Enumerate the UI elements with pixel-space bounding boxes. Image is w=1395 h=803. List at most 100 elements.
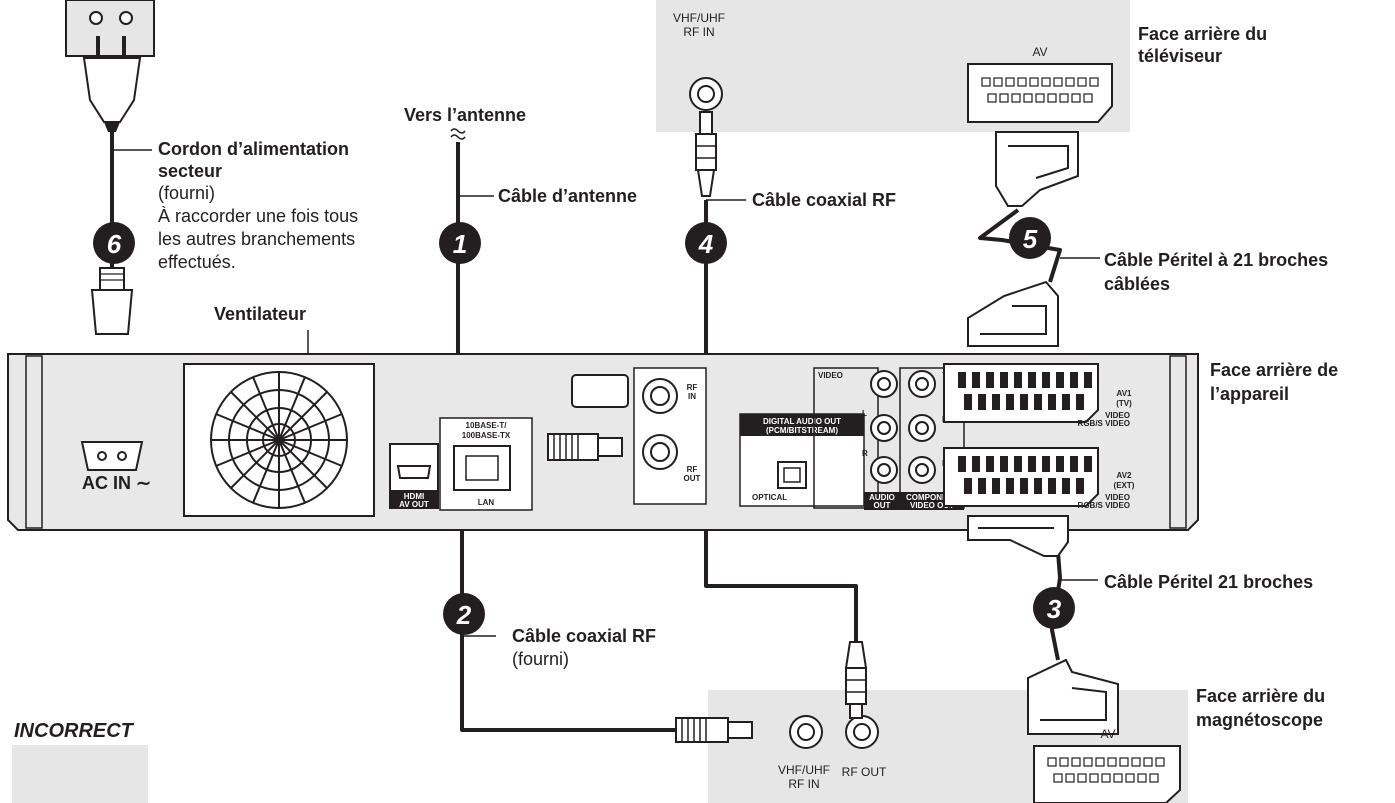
component-video-out-label-2: VIDEO OUT [910, 501, 954, 510]
av1-label-1: AV1 [1117, 389, 1133, 398]
step-6-badge: 6 [93, 222, 135, 264]
video-label: VIDEO [818, 371, 843, 380]
antenna-plug [571, 374, 629, 408]
av1-video-label: VIDEO [1105, 411, 1130, 420]
vcr-rf-in-jack [789, 715, 823, 749]
vcr-rf-out-label: RF OUT [842, 765, 887, 779]
hdmi-logo: HDMI [404, 492, 424, 501]
antenna-cable-label: Câble d’antenne [498, 186, 637, 206]
coax-rf-bottom-label: Câble coaxial RF [512, 626, 656, 646]
vcr-rf-out-jack [845, 715, 879, 749]
rf-in-label-2: IN [688, 392, 696, 401]
av1-scart-socket [943, 363, 1099, 423]
rf-in-jack [642, 378, 678, 414]
power-cord-title-1: Cordon d’alimentation [158, 139, 349, 159]
audio-out-label-2: OUT [874, 501, 891, 510]
power-cord-note-2: les autres branchements [158, 229, 355, 249]
incorrect-panel [12, 745, 148, 803]
tv-rf-in-label-1: VHF/UHF [673, 11, 725, 25]
optical-label: OPTICAL [752, 493, 787, 502]
step-2-badge: 2 [443, 593, 485, 635]
svg-text:3: 3 [1047, 594, 1062, 624]
av2-rgbs-label: RGB/S VIDEO [1078, 501, 1130, 510]
audio-l-label: L [862, 409, 867, 418]
scart-plug-vcr [1027, 658, 1119, 735]
coax-plug-tv [695, 111, 717, 197]
rf-out-jack [642, 434, 678, 470]
unit-back-label-2: l’appareil [1210, 384, 1289, 404]
svg-text:6: 6 [107, 229, 122, 259]
vcr-rf-in-label-2: RF IN [788, 777, 819, 791]
lan-top-label-1: 10BASE-T/ [466, 421, 508, 430]
vcr-back-label-1: Face arrière du [1196, 686, 1325, 706]
scart-cable-21-wired [978, 208, 1062, 283]
fan-label: Ventilateur [214, 304, 306, 324]
power-cord-title-2: secteur [158, 161, 222, 181]
wall-outlet [65, 0, 155, 57]
ac-in-label: AC IN ∼ [82, 473, 151, 493]
av2-label-1: AV2 [1117, 471, 1133, 480]
incorrect-label: INCORRECT [14, 720, 135, 742]
vcr-rf-in-label-1: VHF/UHF [778, 763, 830, 777]
power-cord-note-1: À raccorder une fois tous [158, 206, 358, 226]
scart-plug-unit-bottom [967, 515, 1069, 557]
coax-plug-vcr-rf-in [675, 717, 753, 743]
tv-rf-in-label-2: RF IN [683, 25, 714, 39]
lan-port [439, 417, 533, 511]
digital-audio-out-label-1: DIGITAL AUDIO OUT [763, 417, 841, 426]
coax-plug-rf-out [547, 433, 623, 461]
antenna-icon [450, 128, 466, 140]
rf-out-label-2: OUT [684, 474, 701, 483]
coax-supplied-label: (fourni) [512, 649, 569, 669]
av2-label-2: (EXT) [1114, 481, 1135, 490]
iec-plug [90, 267, 134, 335]
power-cord-note-3: effectués. [158, 252, 236, 272]
svg-text:2: 2 [456, 600, 472, 630]
step-5-badge: 5 [1009, 217, 1051, 259]
av1-rgbs-label: RGB/S VIDEO [1078, 419, 1130, 428]
tv-back-label-1: Face arrière du [1138, 24, 1267, 44]
step-4-badge: 4 [685, 222, 727, 264]
tv-scart-socket [967, 63, 1113, 123]
step-1-badge: 1 [439, 222, 481, 264]
svg-text:5: 5 [1023, 224, 1038, 254]
vcr-scart-socket [1033, 745, 1181, 803]
av2-video-label: VIDEO [1105, 493, 1130, 502]
fan-vent [183, 363, 375, 517]
audio-out-label-1: AUDIO [869, 493, 895, 502]
audio-out-block [813, 367, 900, 510]
digital-audio-out [739, 413, 865, 507]
rf-out-label-1: RF [687, 465, 698, 474]
unit-back-label-1: Face arrière de [1210, 360, 1338, 380]
hdmi-av-out-label: AV OUT [399, 500, 429, 509]
vcr-av-label: AV [1100, 727, 1115, 741]
av1-label-2: (TV) [1116, 399, 1132, 408]
lan-top-label-2: 100BASE-TX [462, 431, 511, 440]
scart-plug-unit-top [967, 280, 1059, 347]
svg-text:4: 4 [698, 229, 714, 259]
av2-scart-socket [943, 447, 1099, 507]
tv-rf-in-jack [689, 77, 723, 111]
scart-21-wired-label-1: Câble Péritel à 21 broches [1104, 250, 1328, 270]
vcr-back-label-2: magnétoscope [1196, 710, 1323, 730]
lan-label: LAN [478, 498, 495, 507]
hdmi-av-out-port [389, 443, 439, 509]
ac-in-socket [80, 441, 144, 471]
svg-text:1: 1 [453, 229, 467, 259]
audio-r-label: R [862, 449, 868, 458]
rf-in-label-1: RF [687, 383, 698, 392]
step-3-badge: 3 [1033, 587, 1075, 629]
scart-plug-tv [995, 131, 1079, 207]
scart-21-wired-label-2: câblées [1104, 274, 1170, 294]
coax-plug-vcr-rf-out [844, 641, 868, 719]
tv-av-label: AV [1032, 45, 1047, 59]
component-video-out-label-1: COMPONENT [906, 493, 958, 502]
coax-rf-top-label: Câble coaxial RF [752, 190, 896, 210]
digital-audio-out-label-2: (PCM/BITSTREAM) [766, 426, 838, 435]
power-cord-supplied: (fourni) [158, 183, 215, 203]
mains-plug [82, 36, 142, 132]
scart-21-label: Câble Péritel 21 broches [1104, 572, 1313, 592]
tv-back-label-2: téléviseur [1138, 46, 1222, 66]
antenna-label: Vers l’antenne [404, 105, 526, 125]
